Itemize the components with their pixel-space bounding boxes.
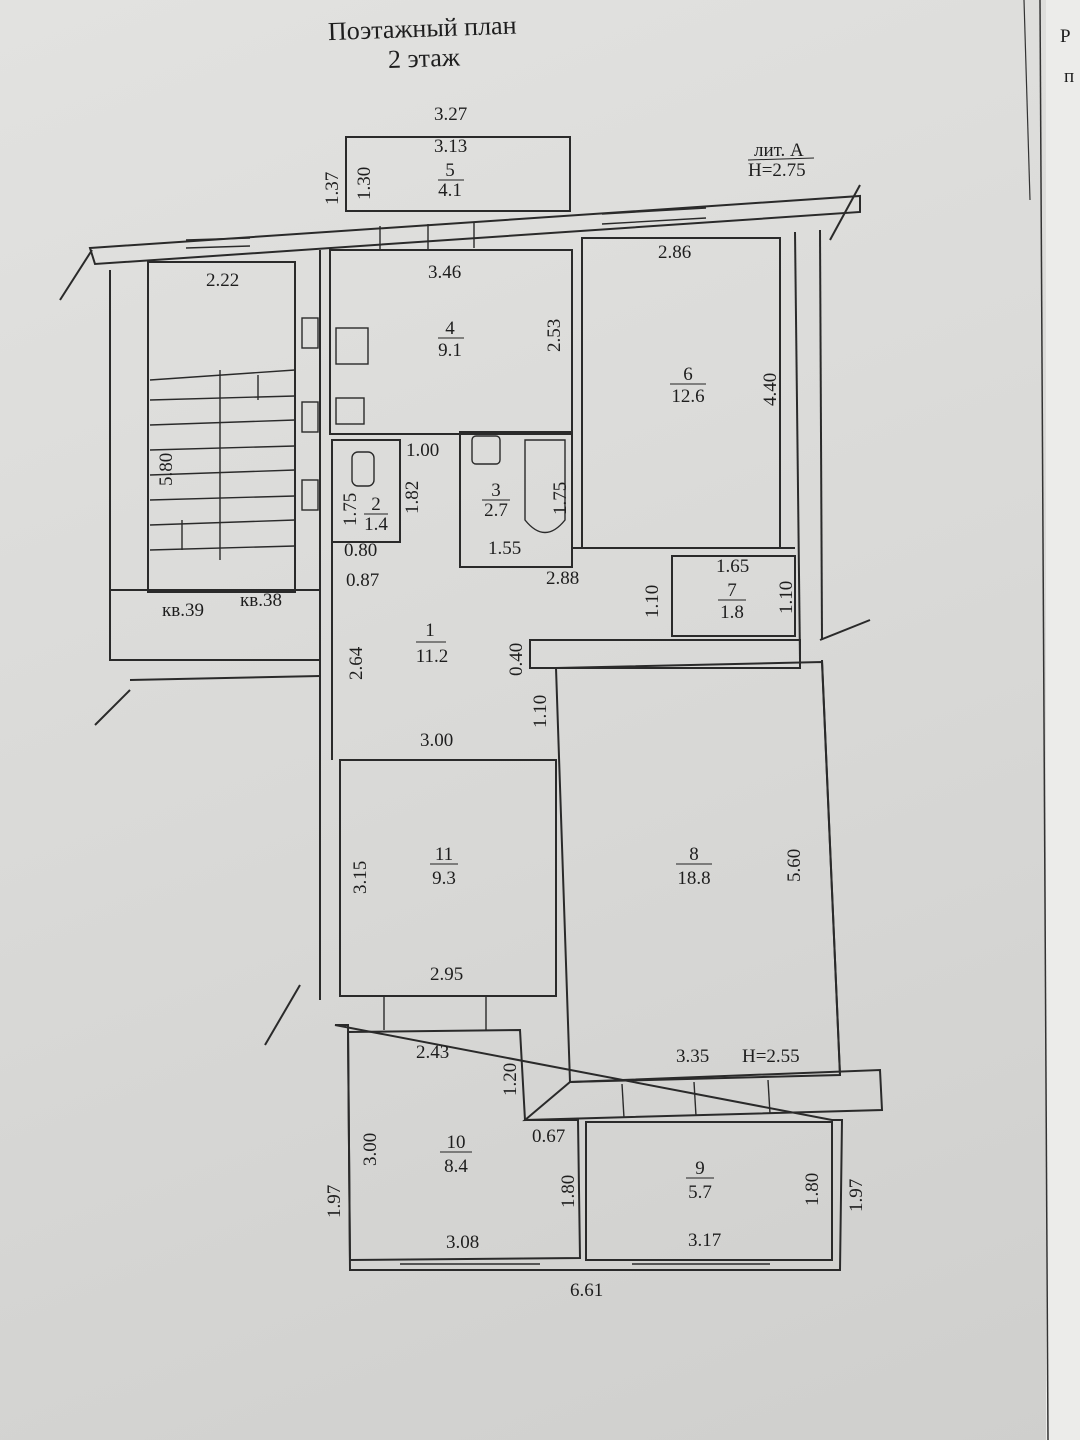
room-area: H=2.75: [748, 160, 806, 181]
radiator-icon: [301, 317, 319, 349]
room-number: 3: [491, 480, 501, 501]
washbasin-icon: [471, 435, 501, 465]
dimension-label: 1.10: [776, 581, 797, 614]
dimension-label: 3.00: [420, 730, 453, 751]
neighbor-apt-38: кв.38: [240, 590, 282, 611]
dimension-label: 5.60: [784, 849, 805, 882]
dimension-label: 0.67: [532, 1126, 565, 1147]
room-5: 54.1: [438, 160, 464, 201]
dimension-label: 1.30: [354, 167, 375, 200]
room-number: 2: [371, 494, 381, 515]
room-3: 32.7: [482, 480, 510, 521]
radiator-icon: [301, 479, 319, 511]
dimension-label: 1.75: [550, 482, 571, 515]
room-8: 818.8: [676, 844, 712, 889]
dimension-label: 5.80: [156, 453, 177, 486]
room-number: 5: [445, 160, 455, 181]
next-sheet-text-1: Р: [1060, 26, 1071, 47]
room-area: 18.8: [677, 868, 710, 889]
dimension-label: 0.87: [346, 570, 379, 591]
room-number: 4: [445, 318, 455, 339]
room-area: 8.4: [444, 1156, 468, 1177]
sink-icon: [335, 397, 365, 425]
room-9: 95.7: [686, 1158, 714, 1203]
room-area: 1.4: [364, 514, 388, 535]
dimension-label: 1.55: [488, 538, 521, 559]
room-4: 49.1: [438, 318, 464, 361]
dimension-label: 1.97: [324, 1185, 345, 1218]
dimension-label: 1.10: [642, 585, 663, 618]
room-area: 4.1: [438, 180, 462, 201]
room-area: 11.2: [416, 646, 449, 667]
room-1: 111.2: [416, 620, 449, 667]
room-number: 7: [727, 580, 737, 601]
dimension-label: 3.17: [688, 1230, 721, 1251]
dimension-label: 1.82: [402, 481, 423, 514]
dimension-label: 2.88: [546, 568, 579, 589]
dimension-label: 2.43: [416, 1042, 449, 1063]
toilet-icon: [351, 451, 375, 487]
dimension-label: 1.10: [530, 695, 551, 728]
stove-icon: [335, 327, 369, 365]
dimension-label: 2.53: [544, 319, 565, 352]
dimension-label: 0.40: [506, 643, 527, 676]
next-sheet-edge: Р п: [1023, 0, 1080, 1440]
dimension-label: 3.00: [360, 1133, 381, 1166]
room-number: 1: [425, 620, 435, 641]
dimension-label: 2.86: [658, 242, 691, 263]
dimension-label: 1.80: [558, 1175, 579, 1208]
dimension-label: 3.27: [434, 104, 467, 125]
dimension-label: 3.15: [350, 861, 371, 894]
dimension-label: 1.00: [406, 440, 439, 461]
room-area: 2.7: [484, 500, 508, 521]
room-area: 9.1: [438, 340, 462, 361]
room-number: 9: [695, 1158, 705, 1179]
room-11: 119.3: [430, 844, 458, 889]
dimension-label: 3.46: [428, 262, 461, 283]
walls: [59, 136, 884, 1271]
plan-floor: 2 этаж: [387, 42, 461, 74]
dimensions: 3.27 3.13 3.46 2.86 2.22 1.00 0.80 0.87 …: [156, 104, 867, 1301]
dimension-label: 2.95: [430, 964, 463, 985]
room-10: 108.4: [440, 1132, 472, 1177]
dimension-label: 3.13: [434, 136, 467, 157]
dimension-label: 1.65: [716, 556, 749, 577]
dimension-label: 4.40: [760, 373, 781, 406]
room-number: 8: [689, 844, 699, 865]
room-area: 12.6: [671, 386, 704, 407]
dimension-label: 1.37: [322, 172, 343, 205]
room-area: 1.8: [720, 602, 744, 623]
room-7: 71.8: [718, 580, 746, 623]
room-number: 11: [435, 844, 453, 865]
dimension-label: 1.80: [802, 1173, 823, 1206]
room-labels: 111.2 21.4 32.7 49.1 54.1 612.6 71.8 818…: [364, 160, 746, 1203]
room-area: 9.3: [432, 868, 456, 889]
neighbor-apt-39: кв.39: [162, 600, 204, 621]
room-number: 6: [683, 364, 693, 385]
fixtures: [181, 317, 501, 550]
dimension-label: 2.64: [346, 646, 367, 680]
room-2: 21.4: [364, 494, 388, 535]
room-6: 612.6: [670, 364, 706, 407]
liter-note: лит. А H=2.75: [747, 140, 815, 181]
dimension-label: 1.75: [340, 493, 361, 526]
dimension-label: 3.08: [446, 1232, 479, 1253]
dimension-label: 0.80: [344, 540, 377, 561]
room-number: 10: [447, 1132, 466, 1153]
room-area: 5.7: [688, 1182, 712, 1203]
dimension-label: 2.22: [206, 270, 239, 291]
height-note: H=2.55: [742, 1046, 800, 1067]
dimension-label: 1.20: [500, 1063, 521, 1096]
next-sheet-text-2: п: [1064, 66, 1074, 87]
plan-title: Поэтажный план: [327, 11, 517, 47]
dimension-label: 6.61: [570, 1280, 603, 1301]
radiator-icon: [301, 401, 319, 433]
dimension-label: 1.97: [846, 1179, 867, 1212]
room-area: лит. А: [754, 140, 804, 161]
dimension-label: 3.35: [676, 1046, 709, 1067]
